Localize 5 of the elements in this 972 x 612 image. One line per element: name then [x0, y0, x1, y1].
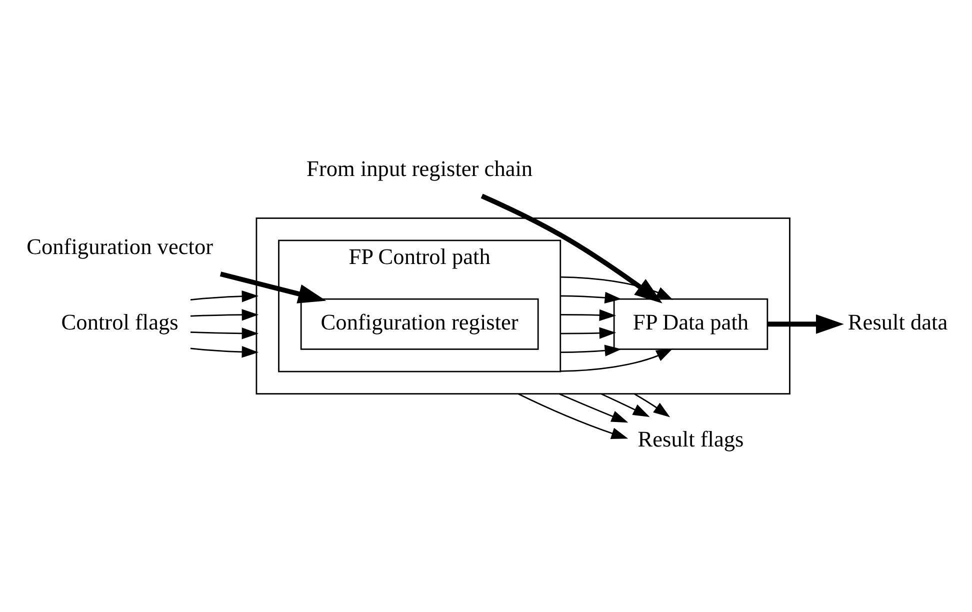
node-text: Control flags [60, 309, 178, 334]
node-text: From input register chain [306, 156, 532, 182]
node-text: Result flags [637, 426, 744, 452]
node-text: Result data [847, 309, 948, 334]
node-text: Configuration vector [26, 234, 213, 260]
